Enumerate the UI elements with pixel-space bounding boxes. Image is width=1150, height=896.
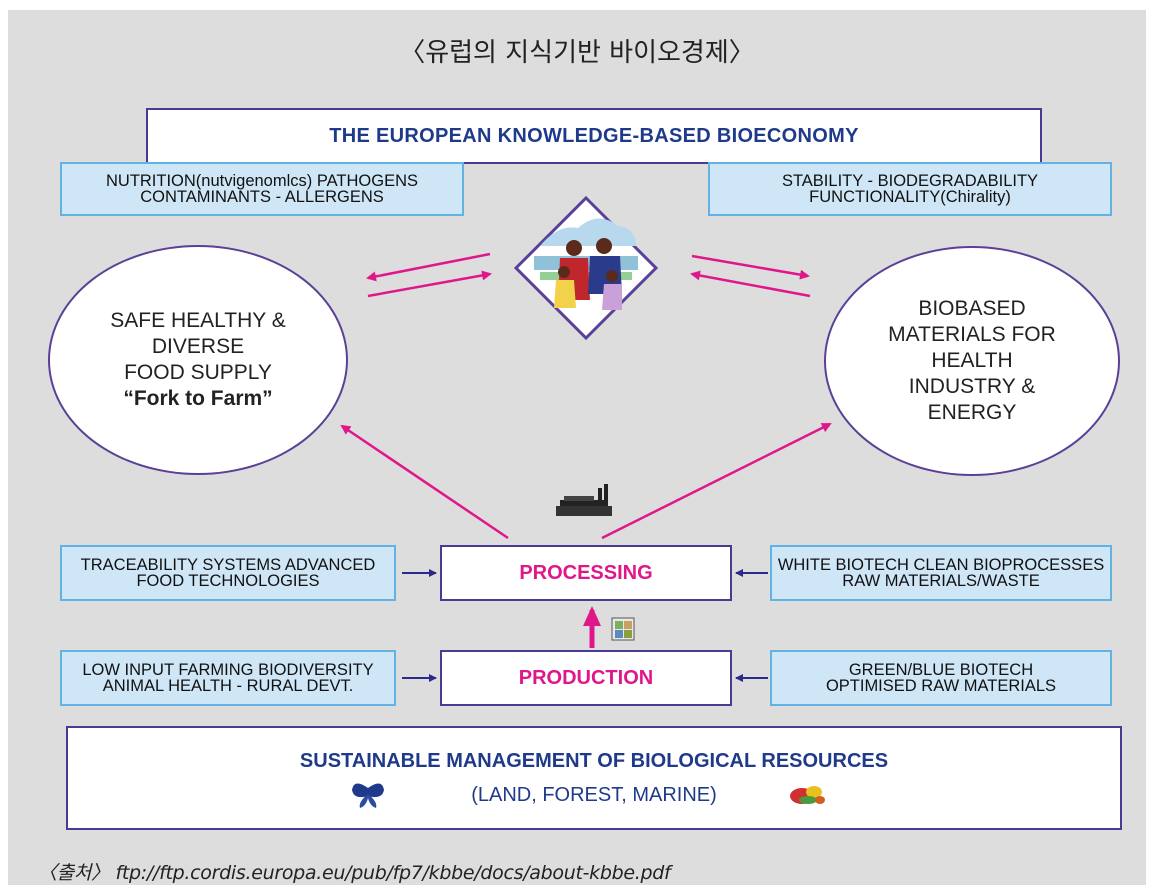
food-supply-ellipse: SAFE HEALTHY & DIVERSE FOOD SUPPLY “Fork… xyxy=(48,245,348,475)
sustainable-title: SUSTAINABLE MANAGEMENT OF BIOLOGICAL RES… xyxy=(299,750,889,772)
bio-line-1: BIOBASED xyxy=(918,297,1026,320)
white-biotech-line-2: RAW MATERIALS/WASTE xyxy=(842,572,1040,590)
white-biotech-box: WHITE BIOTECH CLEAN BIOPROCESSES RAW MAT… xyxy=(770,545,1112,601)
header-box: THE EUROPEAN KNOWLEDGE-BASED BIOECONOMY xyxy=(146,108,1042,164)
family-logo-icon xyxy=(513,195,659,341)
farm-icon xyxy=(611,617,635,641)
production-box: PRODUCTION xyxy=(440,650,732,706)
traceability-line-1: TRACEABILITY SYSTEMS ADVANCED xyxy=(80,556,376,574)
stability-box: STABILITY - BIODEGRADABILITY FUNCTIONALI… xyxy=(708,162,1112,216)
right-arrow-to-logo xyxy=(690,270,811,298)
white-biotech-line-1: WHITE BIOTECH CLEAN BIOPROCESSES xyxy=(777,556,1105,574)
stability-line-2: FUNCTIONALITY(Chirality) xyxy=(809,188,1011,206)
food-line-bold: “Fork to Farm” xyxy=(123,387,273,410)
processing-box: PROCESSING xyxy=(440,545,732,601)
sustainable-subtitle: (LAND, FOREST, MARINE) xyxy=(471,784,717,806)
left-arrow-to-logo xyxy=(367,270,492,298)
diagram-canvas: 〈유럽의 지식기반 바이오경제〉 THE EUROPEAN KNOWLEDGE-… xyxy=(8,10,1146,885)
right-arrow-to-ellipse xyxy=(691,254,810,280)
diagram-title: 〈유럽의 지식기반 바이오경제〉 xyxy=(399,38,755,68)
green-blue-line-2: OPTIMISED RAW MATERIALS xyxy=(825,677,1057,695)
food-line-2: DIVERSE xyxy=(151,335,245,358)
processing-to-food-arrow xyxy=(340,424,509,540)
diagram-graphics xyxy=(340,195,832,808)
nutrition-box: NUTRITION(nutvigenomlcs) PATHOGENS CONTA… xyxy=(60,162,464,216)
green-blue-line-1: GREEN/BLUE BIOTECH xyxy=(848,661,1034,679)
low-input-line-1: LOW INPUT FARMING BIODIVERSITY xyxy=(82,661,374,679)
food-line-3: FOOD SUPPLY xyxy=(124,361,272,384)
bio-line-2: MATERIALS FOR xyxy=(888,323,1056,346)
bio-line-5: ENERGY xyxy=(927,401,1017,424)
left-arrow-to-ellipse xyxy=(366,252,491,282)
bio-line-3: HEALTH xyxy=(931,349,1013,372)
source-citation: 〈출처〉 ftp://ftp.cordis.europa.eu/pub/fp7/… xyxy=(38,862,671,884)
butterfly-icon xyxy=(352,783,384,808)
green-blue-biotech-box: GREEN/BLUE BIOTECH OPTIMISED RAW MATERIA… xyxy=(770,650,1112,706)
factory-icon xyxy=(556,484,612,516)
bio-line-4: INDUSTRY & xyxy=(908,375,1036,398)
processing-to-bio-arrow xyxy=(601,422,832,540)
traceability-box: TRACEABILITY SYSTEMS ADVANCED FOOD TECHN… xyxy=(60,545,396,601)
food-line-1: SAFE HEALTHY & xyxy=(110,309,286,332)
traceability-line-2: FOOD TECHNOLOGIES xyxy=(136,572,320,590)
fruit-icon xyxy=(790,786,825,804)
low-input-box: LOW INPUT FARMING BIODIVERSITY ANIMAL HE… xyxy=(60,650,396,706)
low-input-line-2: ANIMAL HEALTH - RURAL DEVT. xyxy=(102,677,354,695)
stability-line-1: STABILITY - BIODEGRADABILITY xyxy=(781,172,1039,190)
sustainable-management-box: SUSTAINABLE MANAGEMENT OF BIOLOGICAL RES… xyxy=(66,726,1122,830)
nutrition-line-1: NUTRITION(nutvigenomlcs) PATHOGENS xyxy=(105,172,419,190)
biobased-ellipse: BIOBASED MATERIALS FOR HEALTH INDUSTRY &… xyxy=(824,246,1120,476)
nutrition-line-2: CONTAMINANTS - ALLERGENS xyxy=(140,188,384,206)
